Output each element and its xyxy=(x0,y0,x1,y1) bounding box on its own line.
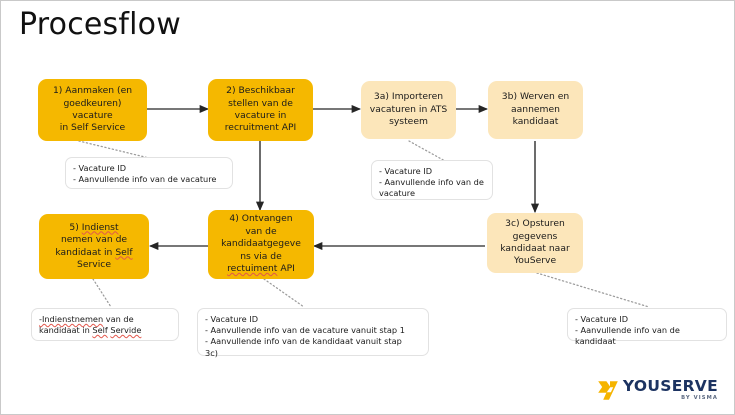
youserve-tagline: BY VISMA xyxy=(681,395,718,401)
youserve-wordmark: YOUSERVE xyxy=(622,377,718,395)
leader-n4-note4 xyxy=(263,278,305,308)
note-kandidaat-info-3c: - Vacature ID - Aanvullende info van de … xyxy=(567,308,727,346)
leader-n3a-note3a xyxy=(408,140,446,162)
note-gegevens-4: - Vacature ID - Aanvullende info van de … xyxy=(197,308,429,358)
note-vacature-info-3a: - Vacature ID - Aanvullende info van de … xyxy=(371,160,493,200)
page-title: Procesflow xyxy=(19,7,181,42)
youserve-logo: YOUSERVE BY VISMA xyxy=(597,377,718,402)
youserve-mark-icon xyxy=(598,381,618,400)
leader-n1-note1 xyxy=(78,140,150,159)
leader-n5-note5 xyxy=(92,278,112,308)
note-vacature-info-1: - Vacature ID - Aanvullende info van de … xyxy=(65,157,233,189)
leader-n3c-note3c xyxy=(536,272,650,308)
